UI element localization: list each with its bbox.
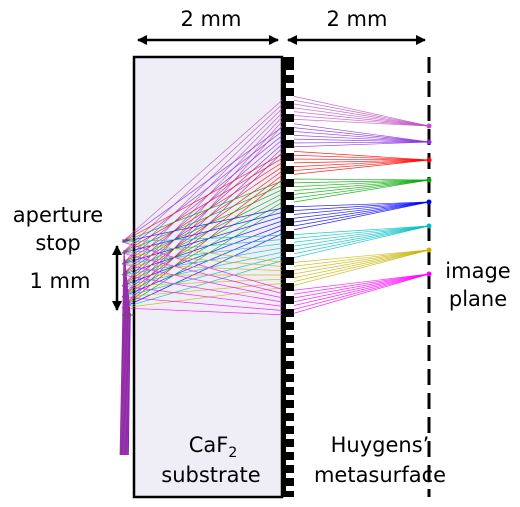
focal-point <box>426 139 432 145</box>
caf2-substrate-block <box>132 55 284 499</box>
metasurface-notch <box>286 226 294 231</box>
gap-width-label: 2 mm <box>327 7 388 31</box>
metasurface-notch <box>286 317 294 322</box>
metasurface-notch <box>286 252 294 257</box>
metasurface-notch <box>286 460 294 465</box>
aperture-stop-label-line2: stop <box>35 231 80 255</box>
metasurface-notch <box>286 291 294 296</box>
focal-point <box>426 177 432 183</box>
metasurface-notch <box>286 96 294 101</box>
focal-points <box>426 123 432 277</box>
metasurface-notch <box>286 174 294 179</box>
metasurface-column <box>282 57 294 497</box>
focal-point <box>426 123 432 129</box>
metasurface-notch <box>286 421 294 426</box>
metasurface-notch <box>286 395 294 400</box>
substrate-width-label: 2 mm <box>181 7 242 31</box>
metasurface-notch <box>286 434 294 439</box>
metasurface-notch <box>286 213 294 218</box>
focal-point <box>426 157 432 163</box>
metasurface-notch <box>286 135 294 140</box>
substrate-label: substrate <box>161 463 260 487</box>
metasurface-notch <box>286 83 294 88</box>
image-plane-label-line2: plane <box>449 287 507 311</box>
image-plane-label-line1: image <box>445 259 510 283</box>
metasurface-notch <box>286 70 294 75</box>
focal-point <box>426 199 432 205</box>
metasurface-notch <box>286 122 294 127</box>
metasurface-notch <box>286 148 294 153</box>
aperture-stop-label-line1: aperture <box>13 203 103 227</box>
metasurface-label-line1: Huygens’ <box>331 433 430 457</box>
metasurface-notch <box>286 187 294 192</box>
aperture-size-label: 1 mm <box>30 269 91 293</box>
metasurface-notch <box>286 304 294 309</box>
metasurface-notch <box>286 265 294 270</box>
metasurface-notch <box>286 239 294 244</box>
metasurface-notch <box>286 408 294 413</box>
substrate-material-label: CaF2 <box>189 433 238 461</box>
metasurface-notch <box>286 330 294 335</box>
metasurface-notch <box>286 109 294 114</box>
focal-point <box>426 223 432 229</box>
metasurface-notch <box>286 382 294 387</box>
focal-point <box>426 271 432 277</box>
focal-point <box>426 247 432 253</box>
metasurface-notch <box>286 473 294 478</box>
metasurface-notch <box>286 200 294 205</box>
metasurface-notch <box>286 356 294 361</box>
metasurface-notch <box>286 447 294 452</box>
metasurface-notch <box>286 161 294 166</box>
metasurface-label-line2: metasurface <box>314 463 446 487</box>
metasurface-notch <box>286 278 294 283</box>
metasurface-notch <box>286 369 294 374</box>
metasurface-notch <box>286 343 294 348</box>
aperture-ray-fan <box>119 239 134 456</box>
aperture-fan-ray <box>128 312 131 456</box>
metasurface-notch <box>286 486 294 491</box>
